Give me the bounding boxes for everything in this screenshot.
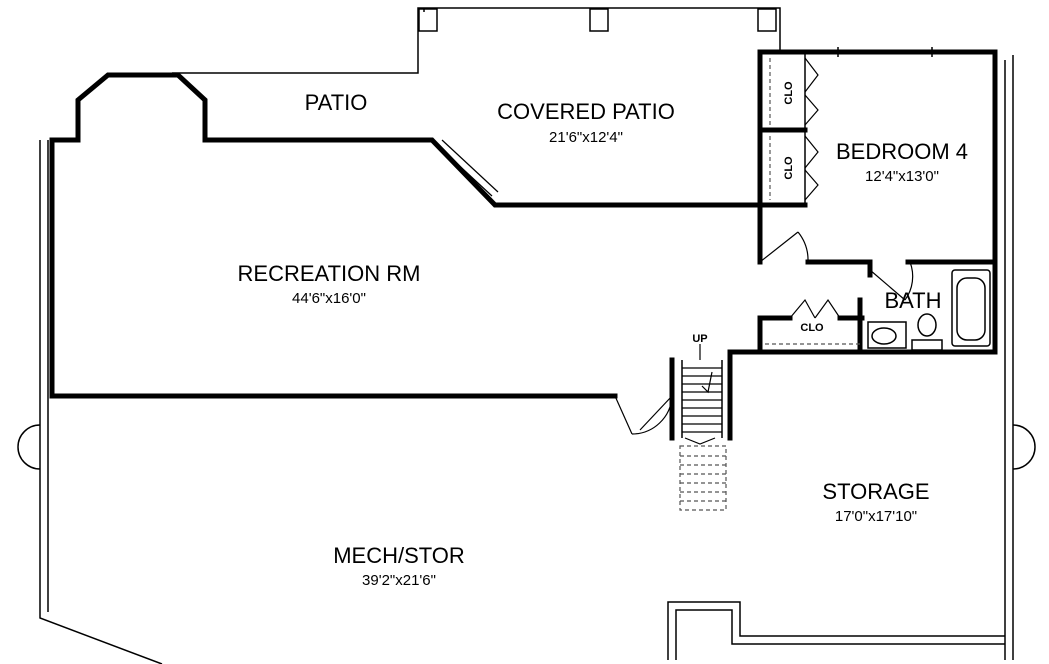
covered-patio-label: COVERED PATIO bbox=[497, 99, 675, 124]
closet-bath-label: CLO bbox=[800, 322, 824, 334]
bedroom-door bbox=[759, 231, 809, 263]
bedroom4-dims: 12'4"x13'0" bbox=[865, 168, 939, 185]
closet-mid-label: CLO bbox=[783, 156, 795, 180]
closet-top-label: CLO bbox=[783, 81, 795, 105]
left-wall-light-icon bbox=[17, 424, 41, 470]
recreation-room-walls bbox=[49, 72, 763, 399]
bedroom4-label: BEDROOM 4 bbox=[836, 139, 968, 164]
stair-up-label: UP bbox=[692, 333, 707, 345]
covered-patio-outline bbox=[172, 7, 781, 74]
stair bbox=[669, 344, 863, 511]
mech-label: MECH/STOR bbox=[333, 543, 465, 568]
storage-dims: 17'0"x17'10" bbox=[835, 508, 917, 525]
recreation-dims: 44'6"x16'0" bbox=[292, 290, 366, 307]
covered-patio-dims: 21'6"x12'4" bbox=[549, 129, 623, 146]
bedroom-walls bbox=[757, 47, 998, 355]
mech-dims: 39'2"x21'6" bbox=[362, 572, 436, 589]
patio-label: PATIO bbox=[305, 90, 368, 115]
mech-door bbox=[614, 395, 673, 435]
right-wall-light-icon bbox=[1012, 424, 1036, 470]
bath-label: BATH bbox=[884, 288, 941, 313]
recreation-label: RECREATION RM bbox=[238, 261, 421, 286]
foundation-lines bbox=[39, 55, 1014, 664]
storage-label: STORAGE bbox=[822, 479, 929, 504]
bath-closet bbox=[757, 298, 865, 355]
